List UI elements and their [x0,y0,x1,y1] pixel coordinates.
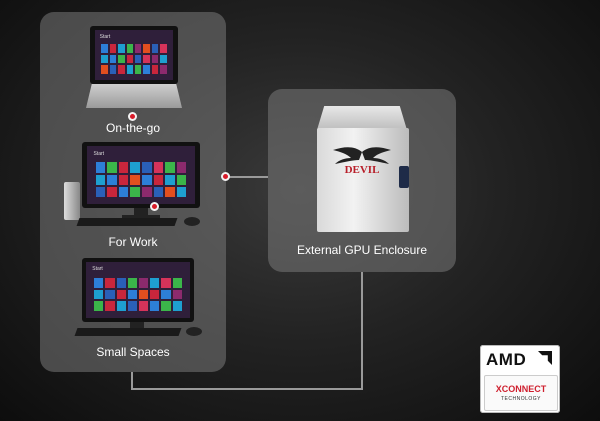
amd-xconnect-badge: AMD XCONNECT TECHNOLOGY [480,345,560,413]
connection-dot-desktop [150,202,159,211]
connector-wire-bottom [131,372,133,389]
keyboard-icon [74,328,182,336]
enclosure-brand: DEVIL [344,164,380,176]
device-label-small-spaces: Small Spaces [96,345,170,359]
amd-arrow-icon [538,351,552,365]
small-monitor-icon: Start [82,258,196,338]
device-label-on-the-go: On-the-go [105,121,161,135]
laptop-icon: Start [86,26,182,112]
xconnect-text: XCONNECT [495,384,547,394]
connector-wire-right [361,272,363,390]
screen-start-text: Start [93,150,105,157]
screen-start-text: Start [92,266,103,273]
gpu-enclosure-icon: DEVIL [313,106,413,234]
devil-logo-icon [333,147,391,164]
screen-start-text: Start [99,34,111,40]
start-tiles [101,44,167,74]
keyboard-icon [76,218,178,226]
connection-dot-middle [221,172,230,181]
desktop-monitor-icon: Start [82,142,202,232]
enclosure-label: External GPU Enclosure [296,243,428,257]
start-tiles [95,162,187,198]
connector-wire-middle [226,176,268,178]
connection-dot-laptop [128,112,137,121]
amd-brand-text: AMD [486,350,527,369]
start-tiles [94,277,182,312]
pc-tower-icon [64,182,80,220]
xconnect-box: XCONNECT TECHNOLOGY [484,375,558,411]
mouse-icon [184,217,200,226]
connector-wire-bottom-horizontal [131,388,363,390]
mouse-icon [186,327,202,336]
technology-text: TECHNOLOGY [500,396,541,402]
device-label-for-work: For Work [108,235,158,249]
